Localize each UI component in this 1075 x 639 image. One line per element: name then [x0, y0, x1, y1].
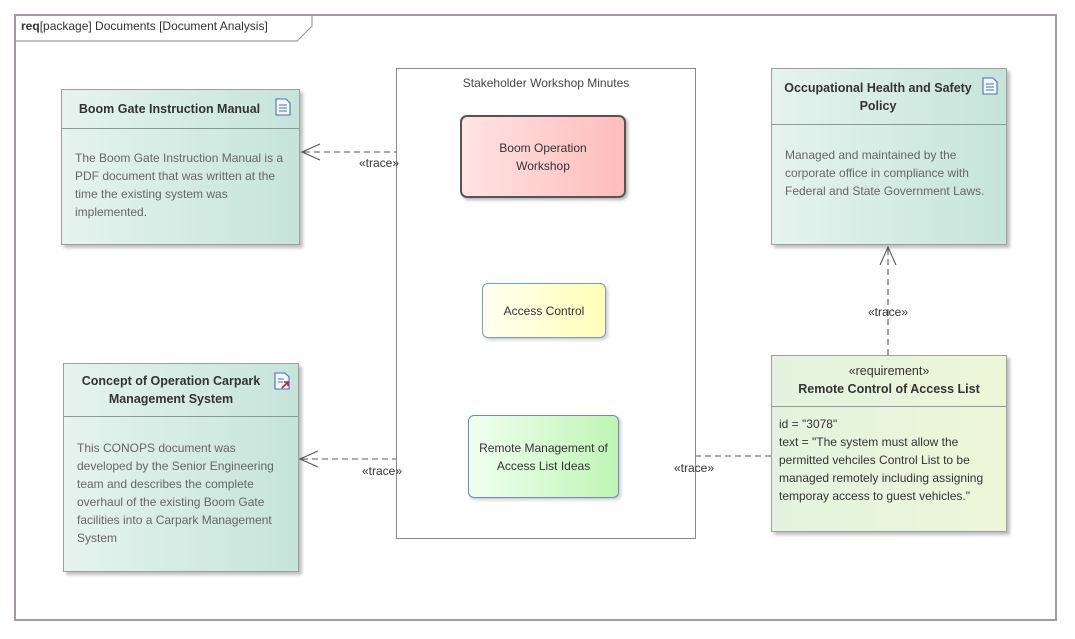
requirement-stereotype: «requirement»: [848, 364, 930, 378]
requirement-remote-control[interactable]: «requirement» Remote Control of Access L…: [771, 355, 1007, 532]
document-icon: [982, 77, 998, 98]
document-ohs-policy[interactable]: Occupational Health and Safety Policy Ma…: [771, 68, 1007, 245]
frame-keyword: req: [21, 19, 40, 33]
node-label: Access Control: [503, 303, 585, 318]
document-title: Boom Gate Instruction Manual: [78, 102, 261, 116]
node-label: Remote Management of Access List Ideas: [479, 440, 608, 473]
requirement-text: text = "The system must allow the permit…: [779, 435, 984, 503]
frame-tab-outline: [15, 15, 313, 42]
node-label: Boom Operation Workshop: [499, 140, 587, 173]
node-access-control[interactable]: Access Control: [482, 283, 606, 338]
requirement-id: id = "3078": [779, 417, 838, 431]
trace-label: «trace»: [362, 464, 403, 478]
document-title: Occupational Health and Safety Policy: [784, 80, 972, 113]
linked-document-icon: [274, 372, 290, 393]
document-description: This CONOPS document was developed by th…: [77, 441, 274, 545]
frame-title: [package] Documents [Document Analysis]: [39, 19, 268, 33]
arrowhead-icon: [879, 245, 897, 266]
document-description: Managed and maintained by the corporate …: [785, 148, 985, 198]
trace-label: «trace»: [674, 461, 715, 475]
document-title: Concept of Operation Carpark Management …: [81, 374, 261, 406]
trace-label: «trace»: [868, 305, 909, 319]
document-icon: [275, 98, 291, 119]
requirement-name: Remote Control of Access List: [798, 382, 980, 396]
diagram-frame: [14, 14, 1057, 621]
arrowhead-icon: [300, 143, 321, 161]
arrowhead-icon: [298, 450, 319, 468]
package-title: Stakeholder Workshop Minutes: [462, 76, 630, 90]
document-description: The Boom Gate Instruction Manual is a PD…: [75, 151, 284, 219]
trace-label: «trace»: [359, 156, 400, 170]
node-boom-operation-workshop[interactable]: Boom Operation Workshop: [460, 115, 626, 198]
node-remote-management-ideas[interactable]: Remote Management of Access List Ideas: [468, 415, 619, 498]
document-conops[interactable]: Concept of Operation Carpark Management …: [63, 363, 299, 572]
document-boom-gate-manual[interactable]: Boom Gate Instruction Manual The Boom Ga…: [61, 89, 300, 245]
